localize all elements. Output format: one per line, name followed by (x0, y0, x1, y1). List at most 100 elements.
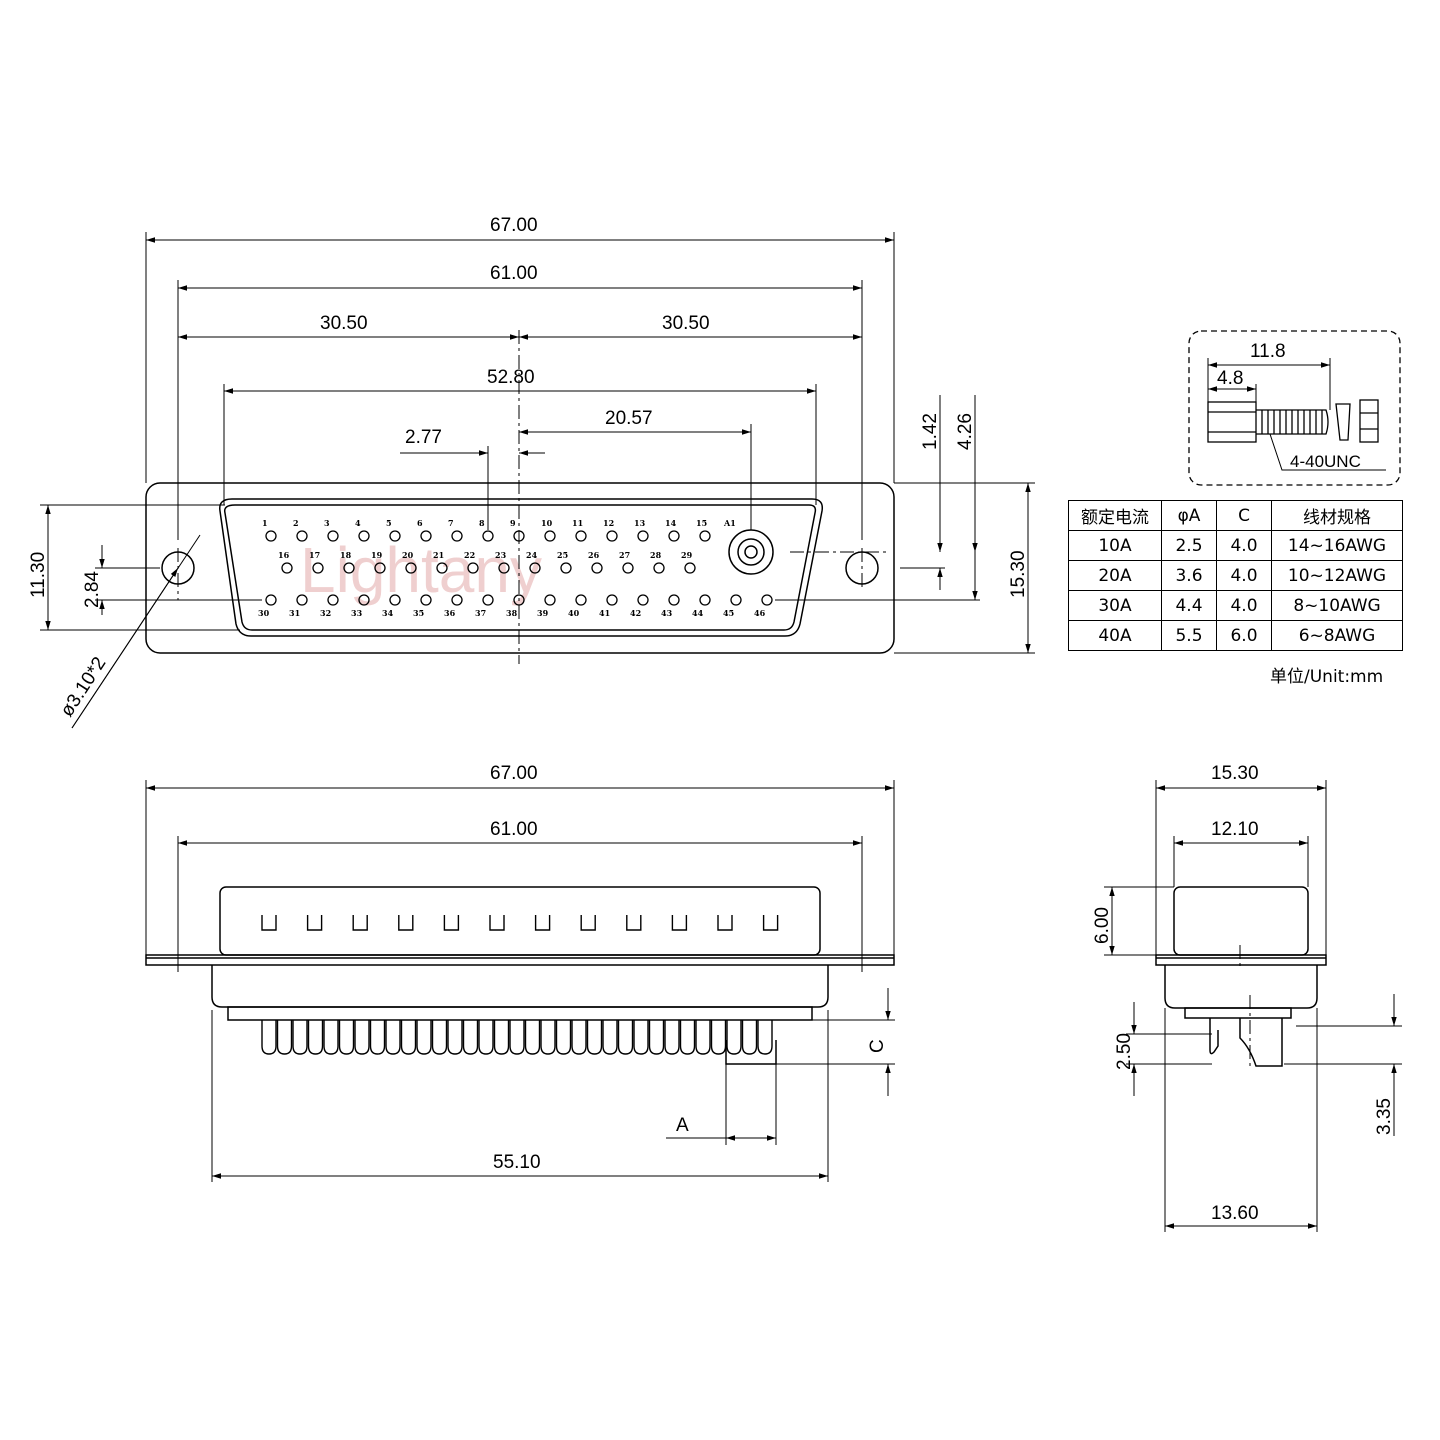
table-cell: 20A (1068, 560, 1162, 591)
solder-tail (416, 1020, 432, 1055)
pin-holes (265, 530, 773, 606)
end-dimensions (1104, 780, 1402, 1232)
unit-note: 单位/Unit:mm (1270, 667, 1384, 687)
pin-hole (575, 594, 587, 606)
pin-hole (560, 562, 572, 574)
end-flange (1155, 954, 1327, 966)
pin-hole (327, 594, 339, 606)
pin-label: 40 (568, 608, 580, 618)
pin-label: 24 (526, 550, 538, 560)
pin-label: 13 (634, 518, 646, 528)
pin-hole (296, 594, 308, 606)
pin-hole (451, 530, 463, 542)
table-cell: 4.0 (1216, 530, 1272, 561)
end-dimension-labels: 15.30 12.10 6.00 2.50 3.35 13.60 (1092, 763, 1395, 1224)
pin-hole (327, 530, 339, 542)
pin-label: 36 (444, 608, 456, 618)
pin-label: 43 (661, 608, 673, 618)
solder-tail (431, 1020, 448, 1055)
side-flange (145, 954, 895, 966)
pin-label: 15 (696, 518, 707, 528)
table-header: φA (1161, 500, 1217, 531)
solder-tail (726, 1020, 742, 1055)
table-cell: 3.6 (1161, 560, 1217, 591)
solder-tail (524, 1020, 541, 1055)
table-row: 20A 3.6 4.0 10~12AWG (1068, 560, 1403, 591)
pin-hole (265, 530, 277, 542)
pin-label: 9 (510, 518, 516, 528)
dim-a1-offset: 20.57 (605, 408, 653, 429)
front-dimensions (40, 232, 1035, 729)
pin-hole (637, 594, 649, 606)
pin-label: 35 (413, 608, 424, 618)
side-slots (261, 915, 779, 931)
pin-hole (668, 594, 680, 606)
solder-tail (555, 1020, 572, 1055)
pin-hole (265, 594, 277, 606)
dim-11-30: 11.30 (28, 552, 49, 598)
hex-nut (1359, 399, 1379, 443)
screw-detail (1188, 330, 1401, 486)
contact-slot (398, 915, 414, 931)
table-cell: 4.0 (1216, 560, 1272, 591)
solder-tail (679, 1020, 696, 1055)
solder-tail (400, 1020, 417, 1055)
pin-label: 44 (692, 608, 704, 618)
side-shell (219, 886, 821, 956)
pin-label: 3 (324, 518, 330, 528)
solder-tail (307, 1020, 324, 1055)
side-view (145, 886, 895, 1065)
pin-hole (343, 562, 355, 574)
table-row: 10A 2.5 4.0 14~16AWG (1068, 530, 1403, 561)
end-signal-tail (1209, 1018, 1219, 1055)
solder-tail (261, 1020, 277, 1055)
pin-label: 4 (355, 518, 361, 528)
dim-half-left: 30.50 (320, 313, 368, 334)
solder-tail (648, 1020, 665, 1055)
pin-label: 10 (541, 518, 553, 528)
end-body (1164, 965, 1318, 1009)
pin-label: 7 (448, 518, 454, 528)
side-dim-overall-width: 67.00 (490, 763, 538, 784)
table-header: 线材规格 (1271, 500, 1403, 531)
pin-label: 42 (630, 608, 641, 618)
end-dim-13-60: 13.60 (1211, 1203, 1259, 1224)
solder-tail (493, 1020, 510, 1055)
pin-hole (358, 530, 370, 542)
pin-label: A1 (723, 518, 736, 528)
spec-table: 额定电流 φA C 线材规格 10A 2.5 4.0 14~16AWG 20A … (1068, 500, 1403, 651)
solder-tail (617, 1020, 634, 1055)
side-dim-body-width: 55.10 (493, 1152, 541, 1173)
table-cell: 10~12AWG (1271, 560, 1403, 591)
end-view (1155, 886, 1327, 1067)
dim-overall-width: 67.00 (490, 215, 538, 236)
pin-label: 46 (754, 608, 766, 618)
contact-slot (352, 915, 368, 931)
pin-label: 8 (479, 518, 485, 528)
pin-hole (436, 562, 448, 574)
screw-labels: 11.8 4.8 4-40UNC (1217, 341, 1361, 471)
table-cell: 14~16AWG (1271, 530, 1403, 561)
solder-tail (509, 1020, 525, 1055)
pin-label: 17 (309, 550, 320, 560)
pin-label: 39 (537, 608, 549, 618)
pin-label: 11 (572, 518, 583, 528)
table-cell: 10A (1068, 530, 1162, 561)
pin-hole (699, 594, 711, 606)
pin-hole (358, 594, 370, 606)
pin-label: 26 (588, 550, 600, 560)
screw-thread (1256, 409, 1329, 435)
contact-slot (671, 915, 688, 931)
connector-shell-outer (219, 498, 824, 637)
pin-label: 22 (464, 550, 475, 560)
table-cell: 6.0 (1216, 620, 1272, 651)
solder-tail (710, 1020, 727, 1055)
dim-pin-pitch: 2.77 (405, 427, 442, 448)
pin-hole (296, 530, 308, 542)
coax-contact-a1 (728, 529, 774, 575)
pin-label: 29 (681, 550, 693, 560)
table-cell: 4.4 (1161, 590, 1217, 621)
table-header-row: 额定电流 φA C 线材规格 (1068, 500, 1403, 531)
solder-tail (369, 1020, 386, 1055)
